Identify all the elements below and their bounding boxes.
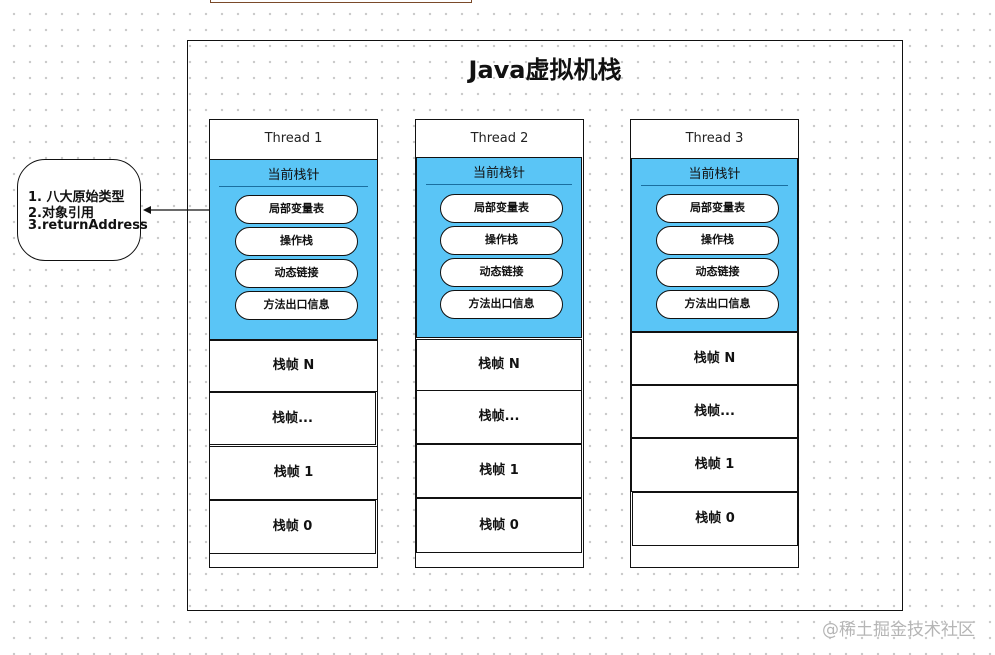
thread-label-3: Thread 3 <box>685 131 744 146</box>
stack-frame-n-1: 栈帧 N <box>209 340 378 392</box>
stack-frame-1-3: 栈帧 1 <box>631 438 798 492</box>
current-frame-divider-2 <box>426 184 572 185</box>
current-frame-label-1: 当前栈针 <box>267 168 320 183</box>
stack-frame-0-1: 栈帧 0 <box>209 500 376 554</box>
operand-stack-3: 操作栈 <box>656 226 779 255</box>
stack-frame-ellipsis-3: 栈帧... <box>631 385 798 438</box>
local-variable-table-1: 局部变量表 <box>235 195 358 224</box>
stack-frame-0-2: 栈帧 0 <box>416 498 582 553</box>
stack-frame-1-2: 栈帧 1 <box>416 444 582 498</box>
legend-line-object-reference: 2.对象引用 <box>28 206 94 221</box>
stack-frame-1-1: 栈帧 1 <box>209 446 378 500</box>
stack-frame-ellipsis-2: 栈帧... <box>416 390 582 444</box>
stack-frame-ellipsis-1: 栈帧... <box>209 392 376 445</box>
operand-stack-1: 操作栈 <box>235 227 358 256</box>
local-variable-table-3: 局部变量表 <box>656 194 779 223</box>
watermark: @稀土掘金技术社区 <box>822 620 975 640</box>
current-frame-divider-3 <box>641 185 788 186</box>
thread-label-1: Thread 1 <box>264 131 323 146</box>
dynamic-linking-1: 动态链接 <box>235 259 358 288</box>
stack-frame-n-3: 栈帧 N <box>631 332 798 385</box>
dynamic-linking-2: 动态链接 <box>440 258 563 287</box>
stack-frame-0-3: 栈帧 0 <box>632 492 798 546</box>
local-variable-table-2: 局部变量表 <box>440 194 563 223</box>
current-frame-label-2: 当前栈针 <box>472 166 525 181</box>
method-return-info-1: 方法出口信息 <box>235 291 358 320</box>
current-frame-label-3: 当前栈针 <box>688 167 741 182</box>
diagram-title: Java虚拟机栈 <box>468 56 622 84</box>
local-variable-contents-box <box>17 159 141 261</box>
method-return-info-2: 方法出口信息 <box>440 290 563 319</box>
method-return-info-3: 方法出口信息 <box>656 290 779 319</box>
thread-label-2: Thread 2 <box>470 131 529 146</box>
dynamic-linking-3: 动态链接 <box>656 258 779 287</box>
legend-line-return-address: 3.returnAddress <box>28 218 148 233</box>
current-frame-divider-1 <box>219 186 368 187</box>
legend-line-primitive-types: 1. 八大原始类型 <box>28 190 125 205</box>
stack-frame-n-2: 栈帧 N <box>416 339 582 391</box>
top-partial-box <box>210 0 472 3</box>
jvm-stack-container <box>187 40 903 611</box>
operand-stack-2: 操作栈 <box>440 226 563 255</box>
